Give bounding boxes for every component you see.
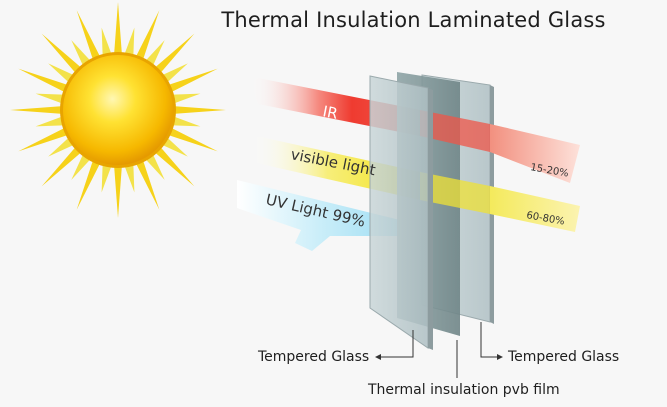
right-glass-label: Tempered Glass — [508, 349, 620, 365]
sun-ray — [169, 93, 201, 105]
sun-ray — [123, 27, 135, 59]
sun-ray — [18, 68, 70, 94]
sun-ray — [41, 33, 83, 75]
sun-ray — [134, 158, 160, 210]
sun-ray — [134, 10, 160, 62]
sun-ray — [123, 161, 135, 193]
visible-ray-out — [490, 186, 580, 232]
sun-ray — [18, 126, 70, 152]
left-tempered-glass — [369, 75, 429, 349]
sun-ray — [35, 93, 67, 105]
sun-ray — [41, 145, 83, 187]
right-glass-leader — [480, 322, 498, 358]
left-glass-label: Tempered Glass — [258, 349, 370, 365]
sun-ray — [171, 105, 226, 115]
sun-ray — [10, 105, 65, 115]
sun-ray — [76, 10, 102, 62]
ir-ray-out — [490, 124, 580, 183]
sun-ray — [153, 145, 195, 187]
sun-ray — [169, 115, 201, 127]
page-title: Thermal Insulation Laminated Glass — [221, 8, 606, 32]
left-glass-leader — [380, 330, 414, 358]
sun-ray — [166, 126, 218, 152]
uv-ray — [237, 180, 400, 251]
sun-ray — [101, 161, 113, 193]
sun-ray — [113, 163, 123, 218]
sun-ray — [35, 115, 67, 127]
sun-ray — [76, 158, 102, 210]
sun-ray — [101, 27, 113, 59]
ir-label: IR — [321, 102, 339, 123]
film-label: Thermal insulation pvb film — [368, 382, 560, 398]
sun-ray — [113, 2, 123, 57]
sun-ray — [153, 33, 195, 75]
sun-icon — [10, 2, 226, 218]
sun-ray — [166, 68, 218, 94]
